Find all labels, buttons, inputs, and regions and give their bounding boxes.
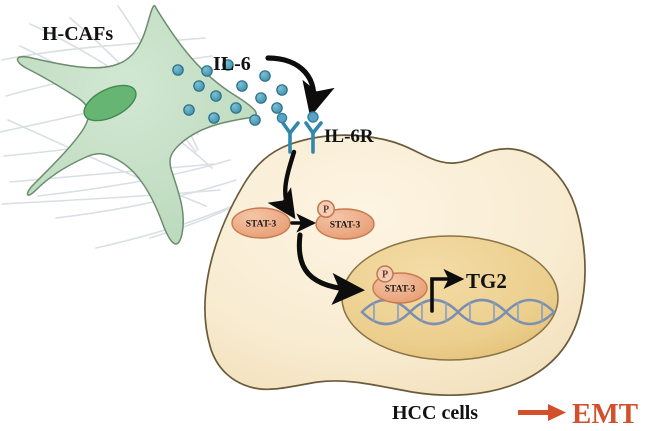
receptor-right	[304, 111, 323, 154]
emt-label: EMT	[572, 398, 638, 430]
stat3-nuclear-node: STAT-3 P	[372, 265, 428, 304]
il6-dot	[183, 104, 195, 116]
il6r-label: IL-6R	[324, 126, 374, 147]
il6-dot	[259, 70, 271, 82]
phosphate-label-1: P	[323, 205, 329, 216]
il6-secretion-arrow	[265, 55, 335, 118]
stat3-inactive-node: STAT-3	[231, 207, 291, 239]
stat3-nuclear-label: STAT-3	[385, 285, 416, 295]
il6-receptors	[276, 111, 323, 154]
il6-label: IL-6	[213, 53, 251, 75]
fibroblast-cell	[16, 4, 257, 245]
stat3-nuclear-translocation-arrow	[296, 232, 365, 305]
il6-dot	[208, 112, 220, 124]
hcafs-label: H-CAFs	[42, 23, 113, 45]
il6-dot	[172, 64, 184, 76]
tg2-transcription-arrow	[430, 268, 465, 313]
phosphate-group-cytoplasm: P	[317, 200, 335, 218]
phosphate-label-2: P	[382, 270, 388, 281]
il6-dot	[210, 90, 222, 102]
stat3-phospho-node: STAT-3 P	[315, 200, 375, 240]
il6-dot	[201, 65, 213, 77]
il6-dot	[271, 102, 283, 114]
il6-dot	[249, 114, 261, 126]
il6-dot	[230, 102, 242, 114]
fibroblast-nucleus	[83, 84, 137, 122]
stat3-inactive-label: STAT-3	[246, 220, 277, 230]
hcc-to-emt-arrow	[518, 404, 566, 421]
stat3-phospho-label: STAT-3	[330, 221, 361, 231]
il6-dot	[255, 92, 267, 104]
hcc-cell	[204, 134, 586, 397]
receptor-left	[276, 112, 300, 154]
phosphate-group-nuclear: P	[376, 265, 394, 283]
il6-ligand-dots	[172, 59, 288, 126]
hcc-nucleus	[341, 235, 559, 361]
tg2-label: TG2	[466, 269, 507, 293]
il6-dot	[193, 80, 205, 92]
il6-dot	[236, 80, 248, 92]
il6-dot	[222, 59, 234, 71]
il6-dot	[276, 84, 288, 96]
hcc-cells-label: HCC cells	[392, 402, 478, 424]
receptor-to-stat3-arrow	[267, 149, 297, 220]
